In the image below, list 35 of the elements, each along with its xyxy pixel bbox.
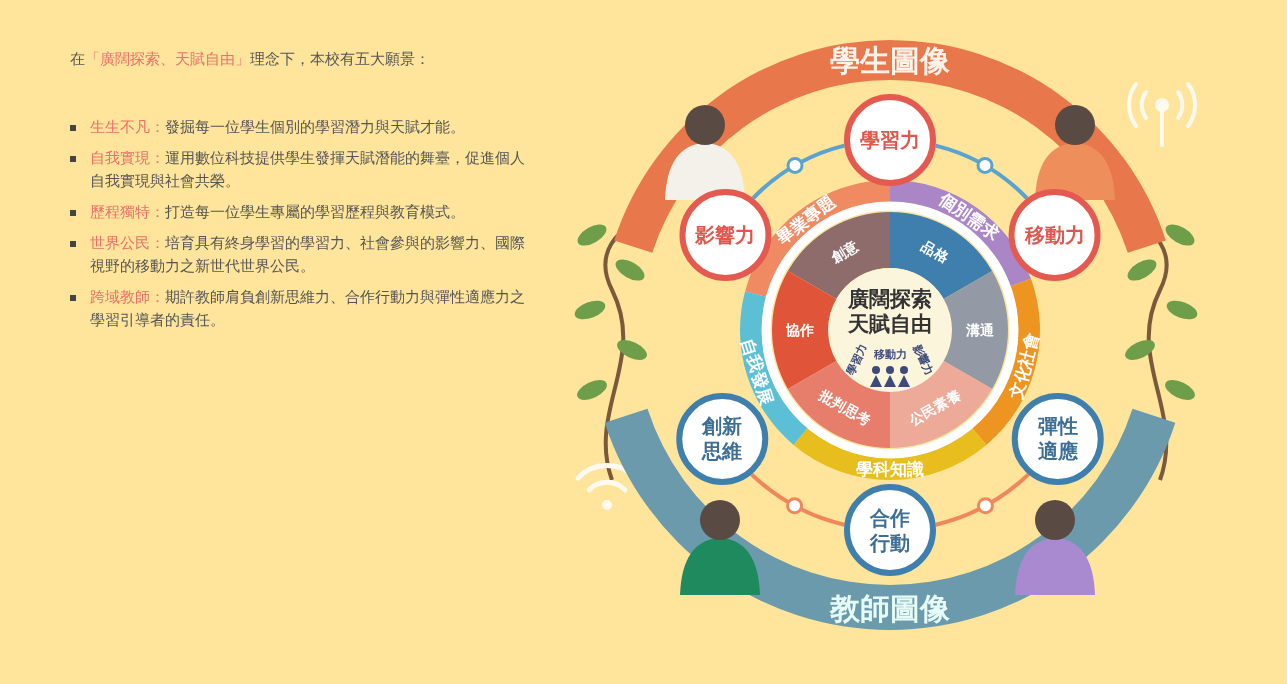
list-item: 歷程獨特：打造每一位學生專屬的學習歷程與教育模式。 bbox=[70, 201, 530, 224]
circle-label: 學習力 bbox=[860, 128, 920, 152]
circle-label: 影響力 bbox=[695, 223, 756, 247]
banner-title: 學生圖像 bbox=[830, 42, 950, 78]
connector-line bbox=[751, 143, 845, 200]
segment-label: 批判思考 bbox=[816, 387, 874, 429]
banner-title: 教師圖像 bbox=[830, 590, 950, 626]
segment-label: 協作 bbox=[786, 322, 814, 338]
skill-circle bbox=[1008, 189, 1101, 281]
list-item: 生生不凡：發掘每一位學生個別的學習潛力與天賦才能。 bbox=[70, 116, 530, 139]
list-item: 跨域教師：期許教師肩負創新思維力、合作行動力與彈性適應力之學習引導者的責任。 bbox=[70, 286, 530, 332]
skill-circle bbox=[679, 189, 772, 281]
connector-line bbox=[750, 472, 845, 527]
intro-text: 在「廣闊探索、天賦自由」理念下，本校有五大願景： bbox=[70, 49, 431, 70]
ring-segment bbox=[793, 428, 987, 480]
small-label: 移動力 bbox=[873, 347, 907, 361]
connector-line bbox=[935, 143, 1029, 200]
segment-label: 自我發展 bbox=[737, 336, 778, 408]
center-title: 廣闊探索天賦自由 bbox=[848, 287, 932, 336]
segment-label: 學科知識 bbox=[856, 459, 924, 479]
skill-circle bbox=[844, 94, 936, 186]
segment-label: 公民素養 bbox=[906, 387, 964, 429]
small-label: 影響力 bbox=[910, 342, 936, 378]
circle-label: 彈性適應 bbox=[1037, 414, 1078, 464]
segment-label: 文化社會 bbox=[1005, 330, 1043, 402]
list-item: 世界公民：培育具有終身學習的學習力、社會參與的影響力、國際視野的移動力之新世代世界公民。 bbox=[70, 232, 530, 278]
skill-circle bbox=[844, 484, 936, 576]
circle-label: 合作行動 bbox=[870, 505, 910, 555]
segment-label: 溝通 bbox=[966, 322, 994, 338]
list-item: 自我實現：運用數位科技提供學生發揮天賦潛能的舞臺，促進個人自我實現與社會共榮。 bbox=[70, 147, 530, 193]
ring-segment bbox=[943, 271, 1008, 389]
small-label: 學習力 bbox=[844, 342, 870, 378]
circle-label: 移動力 bbox=[1024, 223, 1085, 247]
connector-line bbox=[935, 472, 1030, 527]
circle-label: 創新思維 bbox=[702, 414, 743, 464]
